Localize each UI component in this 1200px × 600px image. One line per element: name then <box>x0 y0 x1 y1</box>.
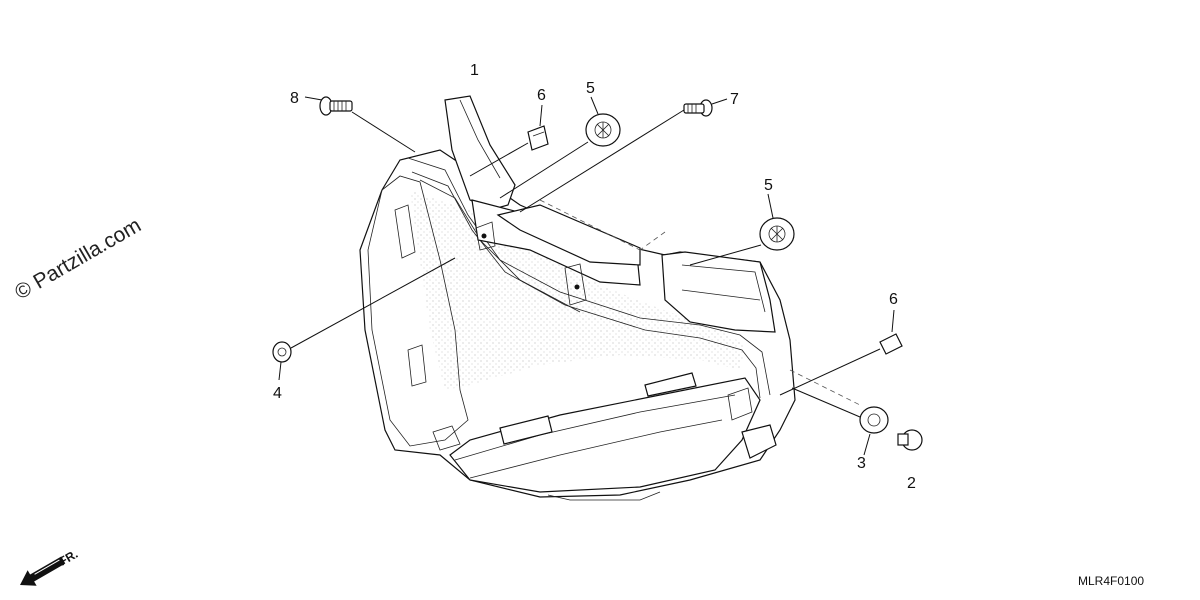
grommet-3 <box>859 406 889 434</box>
clip-nut-6-right <box>879 333 903 355</box>
grommet-5-top <box>585 113 621 147</box>
callout-8: 8 <box>290 90 299 107</box>
right-bracket <box>661 251 776 333</box>
grommet-5-right <box>759 217 795 251</box>
callout-6-right: 6 <box>889 291 898 308</box>
headlight-housing <box>359 149 796 501</box>
callout-1: 1 <box>470 62 479 79</box>
leader-lines <box>278 96 895 456</box>
diagram-code: MLR4F0100 <box>1078 574 1144 588</box>
screw-8 <box>319 96 353 116</box>
upper-bracket <box>444 95 641 306</box>
collar-2 <box>897 429 923 451</box>
callout-5-right: 5 <box>764 177 773 194</box>
front-indicator: FR. <box>20 547 80 586</box>
callout-6-top: 6 <box>537 87 546 104</box>
front-arrow-icon <box>20 556 66 586</box>
callout-2: 2 <box>907 475 916 492</box>
screw-7 <box>683 99 713 117</box>
callout-3: 3 <box>857 455 866 472</box>
clip-nut-6-top <box>527 125 549 151</box>
callout-5-top: 5 <box>586 80 595 97</box>
callout-labels: 1 2 3 4 5 5 6 6 7 8 <box>273 62 916 492</box>
grommet-4 <box>272 341 292 363</box>
callout-7: 7 <box>730 91 739 108</box>
watermark: © Partzilla.com <box>11 214 145 305</box>
callout-4: 4 <box>273 385 282 402</box>
